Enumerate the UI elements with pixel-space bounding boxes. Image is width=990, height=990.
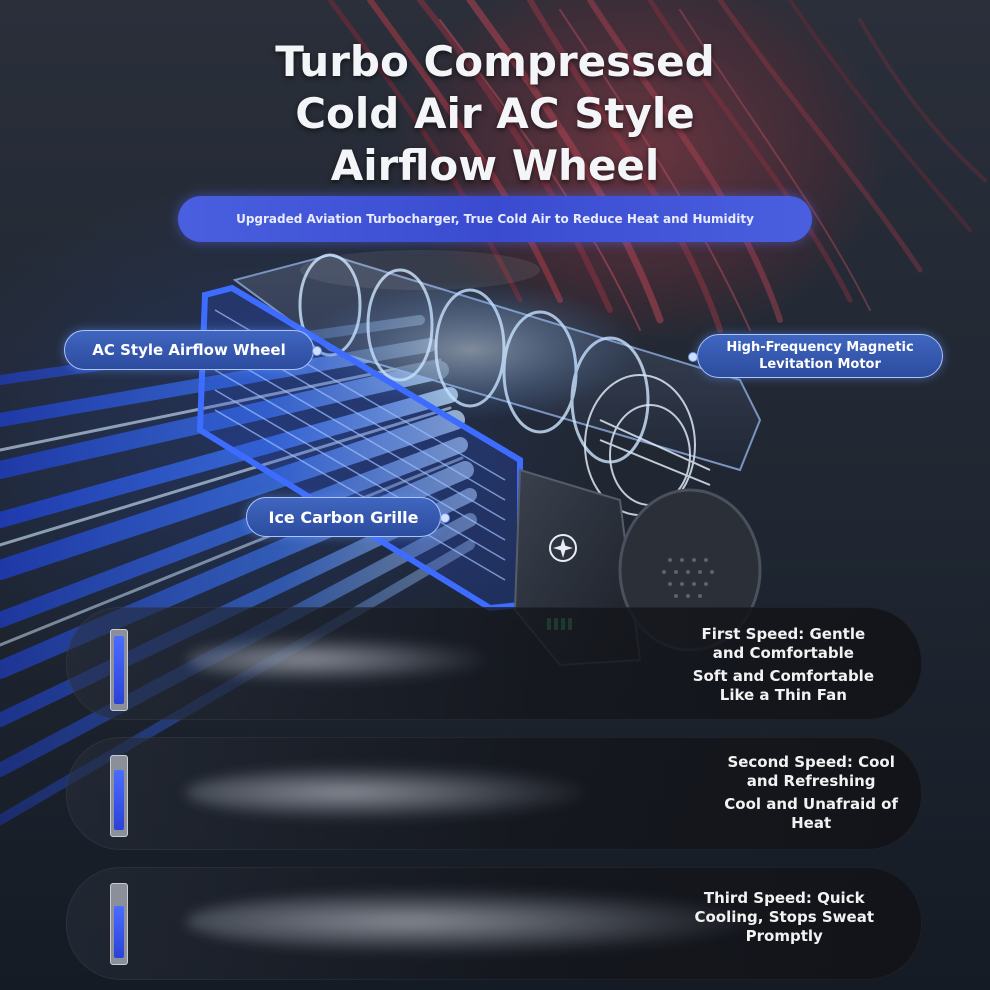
headline-line-1: Turbo Compressed <box>275 37 715 86</box>
callout-grille-marker <box>440 513 450 523</box>
speed-panel-3: Third Speed: Quick Cooling, Stops Sweat … <box>66 867 922 980</box>
speed-1-line-3: Soft and Comfortable <box>692 667 874 685</box>
speed-panel-1: First Speed: Gentle and Comfortable Soft… <box>66 607 922 720</box>
speed-panel-2: Second Speed: Cool and Refreshing Cool a… <box>66 737 922 850</box>
callout-motor-line-2: Levitation Motor <box>759 357 881 372</box>
callout-motor-line-1: High-Frequency Magnetic <box>726 340 914 355</box>
speed-2-description: Second Speed: Cool and Refreshing Cool a… <box>724 753 898 833</box>
speed-1-line-1: First Speed: Gentle <box>701 625 866 643</box>
speed-3-description: Third Speed: Quick Cooling, Stops Sweat … <box>694 889 874 946</box>
battery-icon <box>110 755 128 837</box>
speed-2-line-2: and Refreshing <box>746 772 876 790</box>
mist-graphic <box>186 765 586 820</box>
speed-3-line-1: Third Speed: Quick <box>703 889 865 907</box>
battery-icon <box>110 883 128 965</box>
callout-grille: Ice Carbon Grille <box>246 497 441 537</box>
mist-graphic <box>186 889 746 954</box>
headline-line-2: Cold Air AC Style <box>295 89 695 138</box>
mist-graphic <box>186 637 486 682</box>
speed-3-line-2: Cooling, Stops Sweat <box>694 908 874 926</box>
callout-motor: High-Frequency Magnetic Levitation Motor <box>697 334 943 378</box>
callout-airflow-wheel-marker <box>312 346 322 356</box>
subtitle-banner: Upgraded Aviation Turbocharger, True Col… <box>178 196 812 242</box>
callout-motor-marker <box>688 352 698 362</box>
speed-2-line-1: Second Speed: Cool <box>727 753 895 771</box>
headline-line-3: Airflow Wheel <box>330 141 660 190</box>
callout-airflow-wheel-text: AC Style Airflow Wheel <box>92 341 286 359</box>
speed-3-line-3: Promptly <box>745 927 823 945</box>
headline: Turbo Compressed Cold Air AC Style Airfl… <box>0 36 990 192</box>
battery-icon <box>110 629 128 711</box>
callout-airflow-wheel: AC Style Airflow Wheel <box>64 330 314 370</box>
speed-2-line-4: Heat <box>791 814 832 832</box>
speed-1-line-2: and Comfortable <box>712 644 854 662</box>
speed-1-line-4: Like a Thin Fan <box>719 686 847 704</box>
subtitle-text: Upgraded Aviation Turbocharger, True Col… <box>236 212 754 226</box>
callout-grille-text: Ice Carbon Grille <box>268 507 419 527</box>
speed-1-description: First Speed: Gentle and Comfortable Soft… <box>693 625 874 705</box>
speed-2-line-3: Cool and Unafraid of <box>724 795 898 813</box>
